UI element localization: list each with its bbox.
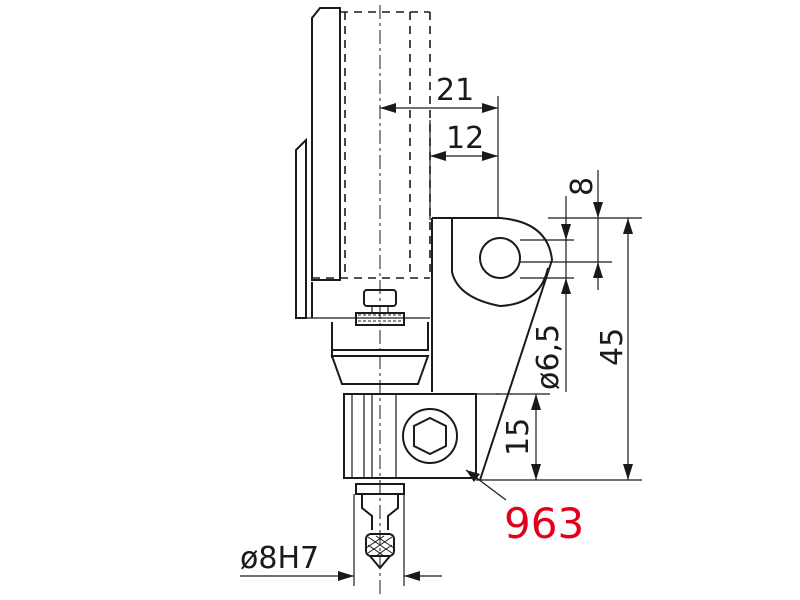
indicator-body bbox=[295, 7, 431, 319]
clamp-screw bbox=[355, 289, 405, 326]
dim-8: 8 bbox=[520, 170, 642, 290]
bracket-plate bbox=[431, 217, 554, 481]
hex-socket-icon bbox=[413, 416, 447, 456]
clamp-block bbox=[343, 393, 500, 479]
dim-45: 45 bbox=[476, 218, 642, 481]
hinge-bore bbox=[479, 237, 521, 279]
dim-21: 21 bbox=[380, 73, 499, 218]
dim-6-5: ø6,5 bbox=[520, 196, 574, 392]
socket-head bbox=[402, 408, 458, 464]
contact-point bbox=[355, 483, 405, 570]
stem-holder bbox=[330, 322, 430, 385]
dim-15: 15 bbox=[496, 393, 550, 480]
dim-12: 12 bbox=[429, 120, 498, 220]
dim-15-label: 15 bbox=[501, 418, 536, 456]
dim-8h7: ø8H7 bbox=[240, 494, 442, 586]
dim-8h7-label: ø8H7 bbox=[240, 541, 319, 576]
dim-6-5-label: ø6,5 bbox=[531, 324, 566, 390]
dim-8-label: 8 bbox=[565, 177, 600, 196]
part-number-label: 963 bbox=[504, 499, 584, 548]
dim-45-label: 45 bbox=[595, 328, 630, 366]
part-leader: 963 bbox=[465, 469, 584, 548]
dim-21-label: 21 bbox=[436, 73, 474, 108]
dim-12-label: 12 bbox=[446, 121, 484, 156]
